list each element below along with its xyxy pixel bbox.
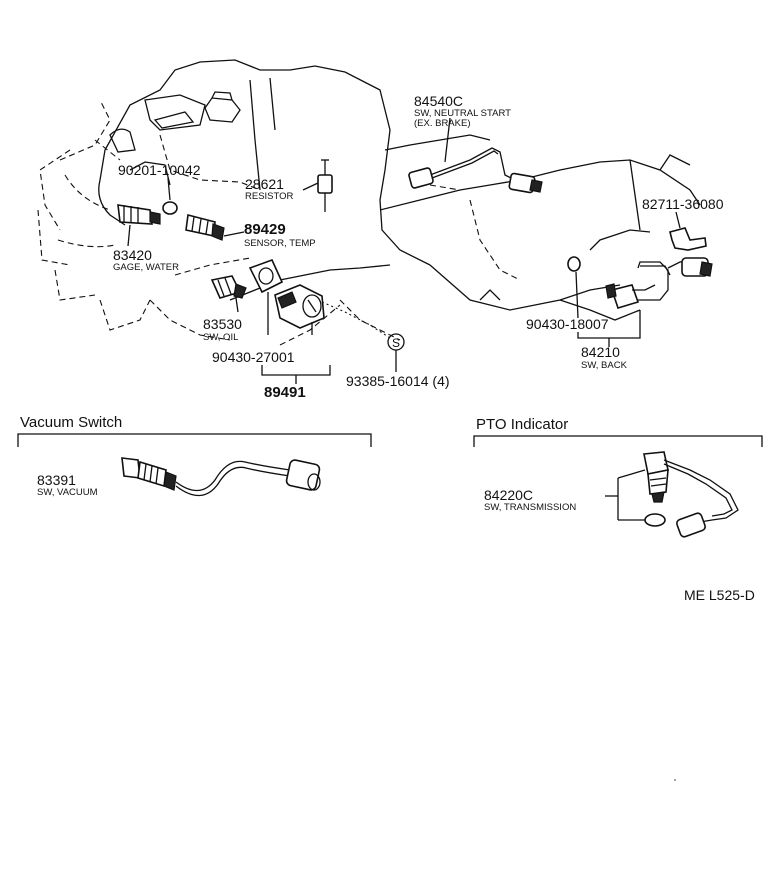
label-84540c-desc2: (EX. BRAKE) bbox=[414, 118, 471, 129]
label-90430-18007-number: 90430-18007 bbox=[526, 316, 609, 332]
back-switch-gasket-icon bbox=[567, 256, 581, 272]
label-82711-number: 82711-36080 bbox=[642, 196, 724, 212]
label-89429-number: 89429 bbox=[244, 221, 286, 238]
oil-sender-icon bbox=[274, 284, 325, 329]
label-83420-number: 83420 bbox=[113, 247, 152, 263]
gasket-icon bbox=[248, 258, 284, 294]
pto-section-bracket bbox=[473, 435, 763, 447]
label-83391-desc: SW, VACUUM bbox=[37, 487, 98, 498]
neutral-start-switch-icon bbox=[408, 147, 543, 194]
label-83530-desc: SW, OIL bbox=[203, 332, 238, 343]
resistor-icon bbox=[317, 159, 333, 212]
label-28621-number: 28621 bbox=[245, 176, 284, 192]
label-83420-desc: GAGE, WATER bbox=[113, 262, 179, 273]
oil-switch-icon bbox=[210, 275, 247, 299]
label-84210-number: 84210 bbox=[581, 344, 620, 360]
pto-section-title: PTO Indicator bbox=[476, 416, 568, 433]
vacuum-section-bracket bbox=[17, 433, 372, 447]
label-89429-desc: SENSOR, TEMP bbox=[244, 238, 316, 249]
temp-sensor-icon bbox=[185, 213, 225, 241]
engine-outline bbox=[37, 59, 701, 346]
label-84540c-number: 84540C bbox=[414, 93, 463, 109]
washer-icon bbox=[162, 201, 178, 215]
label-93385-number: 93385-16014 (4) bbox=[346, 373, 450, 389]
label-84540c-desc1: SW, NEUTRAL START bbox=[414, 108, 511, 119]
transmission-switch-icon bbox=[643, 451, 739, 538]
label-84220c-desc: SW, TRANSMISSION bbox=[484, 502, 576, 513]
label-83530-number: 83530 bbox=[203, 316, 242, 332]
label-89491-number: 89491 bbox=[264, 384, 306, 401]
bracket-icon bbox=[669, 227, 707, 251]
back-switch-icon bbox=[605, 257, 713, 309]
label-83391-number: 83391 bbox=[37, 472, 76, 488]
label-84220c-number: 84220C bbox=[484, 487, 533, 503]
label-84210-desc: SW, BACK bbox=[581, 360, 628, 371]
transmission-switch-washer-icon bbox=[644, 513, 666, 527]
stud-symbol: S bbox=[392, 336, 400, 350]
vacuum-switch-icon bbox=[121, 457, 321, 497]
water-gage-sender-icon bbox=[117, 204, 161, 225]
label-90201-number: 90201-10042 bbox=[118, 162, 201, 178]
label-90430-27001-number: 90430-27001 bbox=[212, 349, 295, 365]
speck bbox=[674, 779, 676, 781]
diagram-code: ME L525-D bbox=[684, 587, 755, 603]
vacuum-section-title: Vacuum Switch bbox=[20, 414, 122, 431]
label-28621-desc: RESISTOR bbox=[245, 191, 294, 202]
